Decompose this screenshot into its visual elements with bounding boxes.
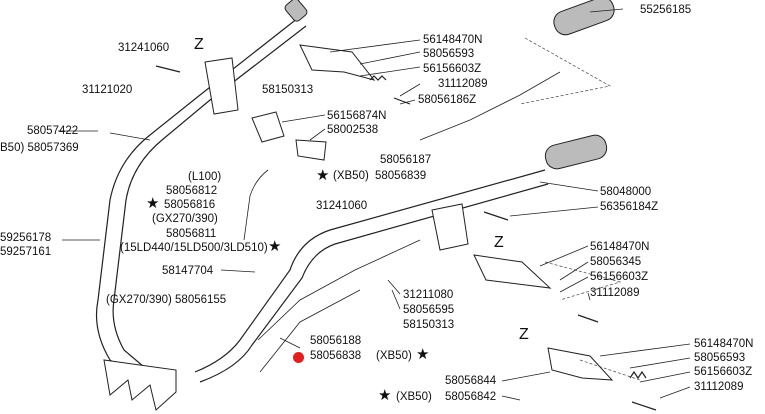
- cable-throttle: [243, 169, 269, 241]
- cable-upper: [419, 71, 561, 141]
- part-label: (15LD440/15LD500/3LD510): [120, 242, 268, 254]
- guide-upper: [519, 37, 611, 105]
- bolt-b: [577, 314, 599, 323]
- part-label: (GX270/390): [152, 213, 218, 225]
- mount-58002538: [295, 139, 327, 161]
- red-highlight-marker: [293, 352, 304, 363]
- part-label: 58048000: [600, 186, 652, 198]
- grip-58048000: [544, 134, 608, 170]
- crossbar-tube-outer: [194, 169, 546, 373]
- part-label: 58056188: [310, 335, 362, 347]
- part-label: (GX270/390) 58056155: [106, 294, 227, 306]
- zone-label-z-middle: Z: [494, 234, 504, 251]
- part-label: 56148470N: [590, 241, 650, 253]
- grip-55256185: [553, 0, 615, 36]
- part-label: 59256178: [0, 232, 52, 244]
- zone-label-z-bottom: Z: [519, 326, 529, 343]
- part-label: 58057422: [27, 125, 79, 137]
- part-label: 58056811: [166, 228, 217, 240]
- star-marker: ★: [378, 387, 392, 404]
- part-label: (XB50): [376, 350, 412, 362]
- part-label: 56356184Z: [600, 201, 659, 213]
- part-label: (XB50): [333, 170, 369, 182]
- part-label: 58002538: [327, 124, 379, 136]
- part-label: 58056186Z: [418, 94, 477, 106]
- part-label: 58056844: [445, 375, 497, 387]
- zone-label-z-top: Z: [194, 36, 204, 53]
- leader-lines: [58, 8, 691, 401]
- spring-lower: [629, 370, 647, 380]
- tube-end-cap: [284, 0, 308, 22]
- part-label: 58056812: [166, 185, 218, 197]
- guide-lower: [579, 359, 641, 381]
- part-label: 58147704: [162, 265, 214, 277]
- part-label: B50) 58057369: [0, 142, 79, 154]
- part-label: 58056839: [375, 170, 427, 182]
- part-label: 56156874N: [327, 110, 387, 122]
- part-label: 58056595: [403, 304, 455, 316]
- part-label: 56156603Z: [423, 63, 482, 75]
- cable-lower2: [259, 289, 361, 373]
- bolt-c: [631, 401, 657, 411]
- clamp-56156874N: [251, 111, 285, 143]
- part-label: 56148470N: [694, 338, 754, 350]
- star-marker: ★: [268, 238, 282, 255]
- handlebar-tube-outer: [95, 17, 299, 381]
- part-label: 31112089: [438, 78, 488, 90]
- crossbar-tube-inner: [199, 183, 549, 383]
- part-label: 31241060: [316, 200, 368, 212]
- part-label: 58056187: [380, 154, 432, 166]
- part-label: 31211080: [403, 289, 454, 301]
- lever-lower: [547, 347, 614, 381]
- tine-assembly: [103, 359, 177, 411]
- part-label: 31112089: [694, 381, 744, 393]
- guide-middle: [544, 261, 622, 301]
- part-label: 56156603Z: [694, 366, 753, 378]
- bracket-upper: [204, 57, 239, 115]
- handlebar-tube-inner: [112, 25, 307, 373]
- bolt-a: [393, 97, 411, 105]
- part-label: 31121020: [82, 84, 133, 96]
- part-label: 59257161: [0, 246, 52, 258]
- part-label: 56148470N: [423, 34, 483, 46]
- part-label: 58056593: [694, 352, 746, 364]
- part-label: 31241060: [118, 42, 170, 54]
- star-marker: ★: [416, 346, 430, 363]
- part-label: 58056593: [423, 48, 475, 60]
- star-marker: ★: [146, 195, 160, 212]
- part-label: (L100): [188, 171, 222, 183]
- part-label: 58056838: [310, 350, 362, 362]
- part-label: 56156603Z: [590, 271, 649, 283]
- part-label: 58056345: [590, 256, 642, 268]
- bolt-31121020: [155, 65, 181, 73]
- part-label: 58150313: [262, 84, 314, 96]
- part-label: 55256185: [640, 4, 692, 16]
- part-label: 58150313: [403, 319, 455, 331]
- bolt-56356184Z: [483, 211, 509, 221]
- part-label: (XB50): [396, 391, 432, 403]
- cable-lower: [257, 239, 421, 341]
- star-marker: ★: [316, 167, 330, 184]
- lever-middle: [473, 254, 552, 289]
- bracket-crossbar: [431, 203, 469, 251]
- part-label: 58056842: [445, 391, 497, 403]
- spring-upper: [369, 75, 387, 81]
- part-label: 31112089: [590, 287, 640, 299]
- lever-upper: [299, 44, 376, 81]
- part-label: 58056816: [164, 199, 216, 211]
